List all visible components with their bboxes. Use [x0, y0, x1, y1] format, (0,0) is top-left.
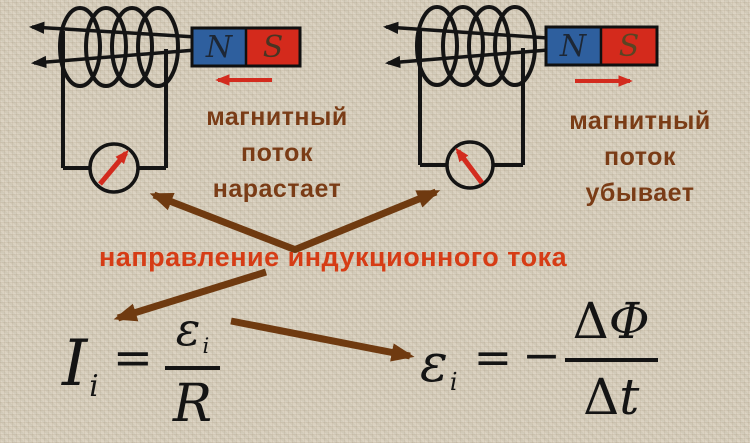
flux-label-line: убывает — [585, 179, 695, 207]
flux-label-line: нарастает — [212, 175, 342, 203]
pointer-arrows — [113, 188, 441, 362]
flux-label-line: поток — [241, 139, 313, 167]
induced-current-formula: Ii = εi R — [62, 298, 221, 435]
field-line-arrow — [382, 21, 549, 40]
galvanometer — [445, 140, 495, 190]
induced-emf-formula: εi = − ΔΦ Δt — [420, 296, 658, 422]
equals-sign: = — [112, 330, 153, 386]
flux-label-line: магнитный — [206, 103, 348, 131]
coil — [58, 6, 180, 88]
magnet-north-pole — [546, 27, 601, 65]
arrow-to-emf-formula — [230, 317, 415, 362]
fraction-bar — [164, 366, 221, 371]
north-pole-label: N — [205, 30, 234, 65]
fraction-numerator: ΔΦ — [572, 292, 650, 350]
fraction-bar — [564, 358, 658, 362]
south-pole-label: S — [619, 29, 640, 64]
fraction-numerator: εi — [175, 302, 210, 359]
magnet-north-pole — [192, 28, 246, 66]
magnet-south-pole — [246, 28, 300, 66]
north-pole-label: N — [559, 29, 588, 64]
galvanometer — [88, 142, 140, 194]
coil — [415, 5, 537, 87]
fraction-denominator: R — [172, 374, 213, 435]
right-circuit: N S — [382, 5, 659, 190]
fraction: ΔΦ Δt — [564, 292, 658, 426]
induced-current-direction-heading: направление индукционного тока — [99, 242, 568, 272]
flux-label-line: поток — [604, 143, 676, 171]
arrow-to-right-galvanometer — [292, 188, 441, 254]
magnet: N S — [544, 25, 659, 67]
minus-sign: − — [522, 328, 561, 382]
fraction: εi R — [164, 298, 221, 435]
magnet-south-pole — [601, 27, 657, 65]
galvanometer-needle — [455, 147, 484, 185]
left-flux-label: магнитный поток нарастает — [177, 99, 377, 207]
south-pole-label: S — [263, 30, 284, 65]
right-flux-label: магнитный поток убывает — [540, 103, 740, 211]
left-circuit: N S — [28, 6, 302, 194]
arrow-to-left-galvanometer — [149, 191, 298, 254]
equals-sign: = — [473, 330, 513, 384]
arrow-to-current-formula — [113, 268, 268, 322]
galvanometer-needle — [98, 149, 129, 186]
formula-lhs: εi — [420, 334, 458, 397]
flux-label-line: магнитный — [569, 107, 711, 135]
formula-lhs: Ii — [62, 327, 99, 404]
magnet: N S — [190, 26, 302, 68]
fraction-denominator: Δt — [583, 368, 640, 426]
